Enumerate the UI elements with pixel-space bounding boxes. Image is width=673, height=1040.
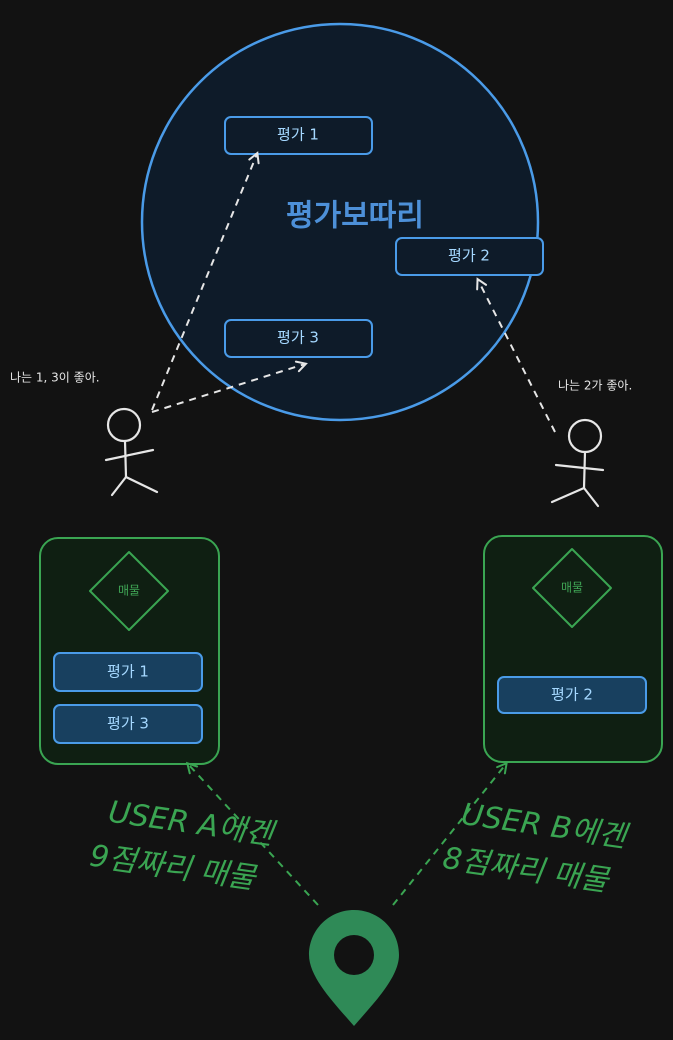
user-a: 나는 1, 3이 좋아.: [10, 151, 308, 497]
listing-card-b: 매물 평가 2: [483, 535, 663, 763]
card-b-diamond-label: 매물: [561, 581, 583, 595]
bubble-item-3: 평가 3: [224, 319, 373, 358]
user-b-speech: 나는 2가 좋아.: [558, 379, 632, 393]
user-a-stick-figure: [104, 407, 159, 497]
bubble-title: 평가보따리: [286, 199, 424, 234]
bubble-item-1: 평가 1: [224, 116, 373, 155]
arrow-user-a-to-item-3: [151, 360, 308, 413]
bubble-item-3-label: 평가 3: [277, 329, 319, 347]
arrow-pin-to-card-b: [392, 761, 508, 906]
bubble-item-2-label: 평가 2: [448, 247, 490, 265]
card-a-diamond-icon: 매물: [89, 551, 169, 631]
user-a-speech: 나는 1, 3이 좋아.: [10, 371, 100, 385]
card-a-item-2: 평가 3: [53, 704, 203, 744]
user-b-stick-figure: [550, 418, 605, 508]
bubble-item-1-label: 평가 1: [277, 126, 319, 144]
bubble-item-2: 평가 2: [395, 237, 544, 276]
card-a-diamond-label: 매물: [118, 584, 140, 598]
location-pin-icon: [309, 910, 399, 1026]
evaluation-bubble: 평가보따리 평가 1 평가 2 평가 3: [140, 22, 544, 422]
card-a-item-2-label: 평가 3: [107, 715, 149, 733]
card-b-diamond-icon: 매물: [532, 548, 612, 628]
user-b: 나는 2가 좋아.: [476, 277, 632, 508]
arrow-pin-to-card-a: [185, 761, 319, 906]
caption-user-a: USER A에겐 9점짜리 매물: [88, 795, 279, 897]
listing-card-a: 매물 평가 1 평가 3: [39, 537, 220, 765]
card-a-item-1-label: 평가 1: [107, 663, 149, 681]
card-b-item-1: 평가 2: [497, 676, 647, 714]
card-a-item-1: 평가 1: [53, 652, 203, 692]
arrow-user-b-to-item-2: [476, 277, 556, 433]
card-b-item-1-label: 평가 2: [551, 686, 593, 704]
